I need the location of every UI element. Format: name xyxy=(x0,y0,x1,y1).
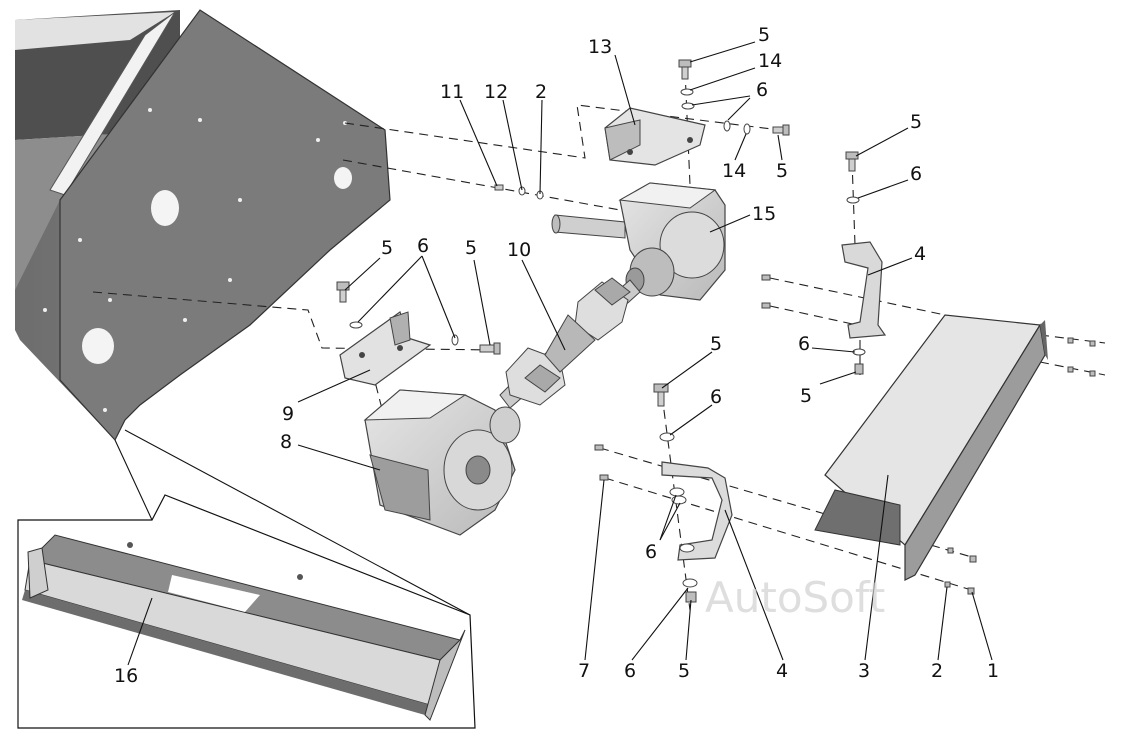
bottom-trough-part xyxy=(22,534,466,721)
callout-9: 9 xyxy=(282,403,294,425)
lower-support-bracket xyxy=(661,461,733,561)
guard-cover xyxy=(814,314,1048,581)
callout-6: 6 xyxy=(910,163,922,185)
callout-4: 4 xyxy=(776,660,788,682)
leader-lines xyxy=(127,41,993,666)
callout-5: 5 xyxy=(381,237,393,259)
callout-5: 5 xyxy=(678,660,690,682)
callout-3: 3 xyxy=(858,660,870,682)
callout-15: 15 xyxy=(752,203,776,225)
callout-5: 5 xyxy=(758,24,770,46)
right-support-bracket-upper xyxy=(841,241,887,339)
callout-2: 2 xyxy=(535,81,547,103)
callout-7: 7 xyxy=(578,660,590,682)
callout-8: 8 xyxy=(280,431,292,453)
lower-gearbox xyxy=(363,389,521,536)
callout-16: 16 xyxy=(114,665,138,687)
callout-4: 4 xyxy=(914,243,926,265)
callout-1: 1 xyxy=(987,660,999,682)
callout-10: 10 xyxy=(507,239,531,261)
cardan-shaft xyxy=(499,277,641,409)
callout-6: 6 xyxy=(798,333,810,355)
upper-gearbox xyxy=(551,182,726,301)
callout-6: 6 xyxy=(417,235,429,257)
callout-labels: 5 14 6 13 11 12 2 14 5 15 5 6 4 6 5 5 6 … xyxy=(114,24,999,687)
callout-6: 6 xyxy=(756,79,768,101)
callout-6: 6 xyxy=(710,386,722,408)
callout-6: 6 xyxy=(645,541,657,563)
fasteners xyxy=(336,59,1096,603)
header-housing xyxy=(15,9,391,442)
callout-12: 12 xyxy=(484,81,508,103)
callout-13: 13 xyxy=(588,36,612,58)
top-mounting-bracket xyxy=(604,107,706,166)
watermark: AutoSoft xyxy=(705,573,885,622)
callout-11: 11 xyxy=(440,81,464,103)
callout-14: 14 xyxy=(722,160,746,182)
callout-2: 2 xyxy=(931,660,943,682)
callout-6: 6 xyxy=(624,660,636,682)
callout-5: 5 xyxy=(800,385,812,407)
callout-5: 5 xyxy=(710,333,722,355)
callout-5: 5 xyxy=(776,160,788,182)
callout-5: 5 xyxy=(465,237,477,259)
gearbox-mount-plate xyxy=(339,311,432,386)
callout-5: 5 xyxy=(910,111,922,133)
callout-14: 14 xyxy=(758,50,782,72)
